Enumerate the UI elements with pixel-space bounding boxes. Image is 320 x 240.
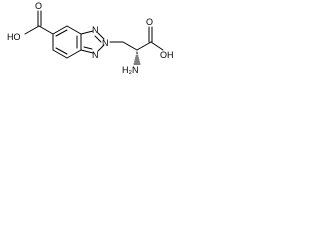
structure-canvas: O HO: [0, 0, 190, 91]
triazole-n3-label: N: [92, 50, 99, 60]
benzene-bond-2: [66, 25, 82, 35]
amine-stereo-bond: [133, 51, 141, 65]
benzene-bond-4: [66, 49, 82, 59]
triazole-n2-label: N: [102, 38, 109, 48]
left-hydroxyl-label: HO: [7, 32, 21, 42]
benzene-bond-1: [52, 25, 68, 35]
triazole-bond-n-n-top-double: [94, 35, 102, 43]
right-hydroxyl-label: OH: [160, 50, 174, 60]
amine-label: H₂N: [122, 65, 139, 75]
left-carboxyl-group: O HO: [7, 1, 54, 42]
benzene-bond-5: [52, 49, 68, 59]
triazole-bond-c-n-top: [80, 30, 94, 35]
methylene-to-alpha-bond: [122, 41, 138, 51]
triazole-bond-n-n-top: [97, 32, 105, 40]
right-carbonyl-oxygen-label: O: [146, 17, 153, 27]
left-carbonyl-oxygen-label: O: [35, 1, 42, 11]
left-carboxyl-ring-bond: [38, 25, 54, 35]
amino-acid-chain: O OH H₂N: [109, 17, 174, 75]
left-hydroxyl-bond: [24, 25, 40, 35]
triazole-n1-label: N: [92, 25, 99, 35]
right-hydroxyl-bond: [150, 41, 164, 51]
benzene-ring: [52, 25, 82, 59]
triazole-bond-c-n-bottom: [80, 49, 94, 54]
benzene-bond-1-inner: [55, 29, 68, 37]
benzene-bond-5-inner: [55, 47, 68, 55]
molecule-drawing: O HO: [7, 1, 174, 75]
alpha-to-carboxyl-bond: [136, 41, 152, 51]
triazole-bond-n-n-bottom: [97, 44, 105, 52]
triazole-ring: N N N: [80, 25, 109, 60]
triazole-bond-c-n-bottom-double: [83, 46, 93, 50]
